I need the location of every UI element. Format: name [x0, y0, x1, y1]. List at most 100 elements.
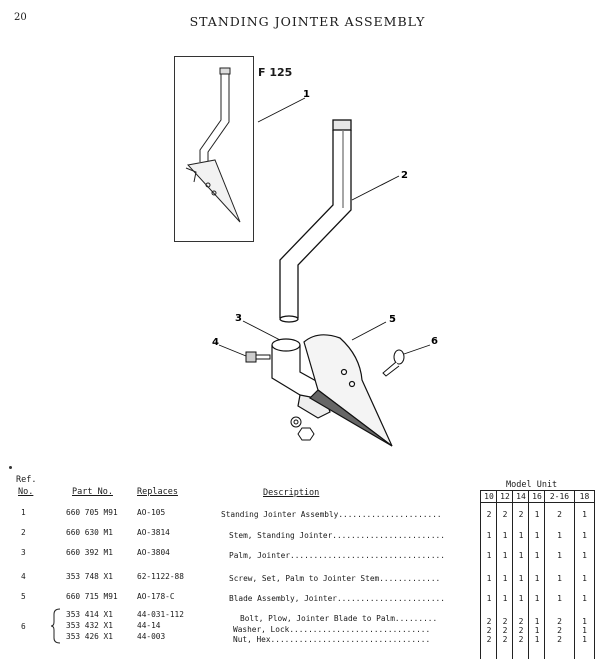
row-6a-qty-2-16: 2: [557, 617, 562, 626]
header-part-no: Part No.: [72, 487, 113, 497]
inset-view-frame: [174, 56, 254, 242]
exploded-parts-drawing: 1 2 3 4 5 6: [185, 67, 438, 447]
group-bracket: [50, 608, 61, 644]
jointer-blade-drawing: [303, 334, 393, 447]
row-1-qty-10: 2: [486, 510, 492, 519]
row-6a-desc: Bolt, Plow, Jointer Blade to Palm.......…: [240, 614, 438, 623]
row-6a-qty-16: 1: [534, 617, 540, 626]
row-6b-qty-12: 2: [502, 626, 508, 635]
model-col-14: 14: [516, 492, 526, 501]
callout-2: 2: [401, 170, 408, 181]
row-6c-desc: Nut, Hex................................…: [233, 635, 431, 644]
model-header-rule-top: [480, 490, 594, 491]
row-2-desc: Stem, Standing Jointer..................…: [229, 531, 445, 540]
header-replaces: Replaces: [137, 487, 178, 497]
row-3-qty-2-16: 1: [557, 551, 562, 560]
model-col-line: [574, 490, 575, 659]
row-4-qty-2-16: 1: [557, 574, 562, 583]
callout-leaders: [218, 97, 431, 357]
row-3-desc: Palm, Jointer...........................…: [229, 551, 445, 560]
row-6c-part: 353 426 X1: [66, 632, 113, 641]
washer-nut-drawing: [290, 416, 315, 441]
row-1-part: 660 705 M91: [66, 508, 118, 517]
row-2-qty-10: 1: [486, 531, 492, 540]
inset-assembly-drawing: [185, 67, 241, 223]
row-6b-desc: Washer, Lock............................…: [233, 625, 431, 634]
row-6b-replaces: 44-14: [137, 621, 161, 630]
row-1-qty-16: 1: [534, 510, 540, 519]
row-6c-replaces: 44-003: [137, 632, 166, 641]
model-col-line: [496, 490, 497, 659]
jointer-stem-drawing: [279, 119, 352, 323]
row-3-qty-12: 1: [502, 551, 508, 560]
row-5-qty-2-16: 1: [557, 594, 562, 603]
row-5-qty-18: 1: [582, 594, 587, 603]
row-6b-part: 353 432 X1: [66, 621, 113, 630]
model-header-rule-bottom: [480, 502, 594, 503]
row-3-ref: 3: [21, 548, 26, 557]
row-2-replaces: AO-3814: [137, 528, 170, 537]
callout-1: 1: [303, 89, 310, 100]
header-ref: Ref.: [16, 475, 37, 485]
row-2-part: 660 630 M1: [66, 528, 113, 537]
row-2-ref: 2: [21, 528, 26, 537]
row-6c-qty-10: 2: [486, 635, 492, 644]
model-col-line: [480, 490, 481, 659]
row-4-qty-16: 1: [534, 574, 540, 583]
row-6c-qty-16: 1: [534, 635, 540, 644]
row-6c-qty-2-16: 2: [557, 635, 562, 644]
callout-4: 4: [212, 337, 219, 348]
model-col-line: [544, 490, 545, 659]
plow-bolt-drawing: [382, 349, 405, 377]
model-col-18: 18: [579, 492, 590, 501]
row-6b-qty-2-16: 2: [557, 626, 562, 635]
row-1-qty-18: 1: [582, 510, 587, 519]
model-col-line: [594, 490, 595, 659]
row-5-desc: Blade Assembly, Jointer.................…: [229, 594, 445, 603]
row-2-qty-14: 1: [518, 531, 524, 540]
row-5-qty-16: 1: [534, 594, 540, 603]
row-1-desc: Standing Jointer Assembly...............…: [221, 510, 442, 519]
row-5-qty-12: 1: [502, 594, 508, 603]
row-6b-qty-18: 1: [582, 626, 587, 635]
row-4-part: 353 748 X1: [66, 572, 113, 581]
row-4-ref: 4: [21, 572, 26, 581]
row-2-qty-16: 1: [534, 531, 540, 540]
row-5-part: 660 715 M91: [66, 592, 118, 601]
row-6a-qty-18: 1: [582, 617, 587, 626]
row-4-qty-14: 1: [518, 574, 524, 583]
row-6b-qty-16: 1: [534, 626, 540, 635]
header-model-unit: Model Unit: [506, 480, 558, 490]
page-number: 20: [14, 12, 27, 23]
row-4-qty-18: 1: [582, 574, 587, 583]
callout-5: 5: [389, 314, 396, 325]
row-1-qty-14: 2: [518, 510, 524, 519]
row-1-qty-2-16: 2: [557, 510, 562, 519]
row-3-replaces: AO-3804: [137, 548, 170, 557]
row-4-qty-10: 1: [486, 574, 492, 583]
print-dot: [9, 466, 12, 469]
row-3-qty-18: 1: [582, 551, 587, 560]
row-2-qty-18: 1: [582, 531, 587, 540]
row-1-replaces: AO-105: [137, 508, 166, 517]
model-col-10: 10: [484, 492, 494, 501]
row-3-qty-14: 1: [518, 551, 524, 560]
row-6c-qty-14: 2: [518, 635, 524, 644]
row-6a-qty-10: 2: [486, 617, 492, 626]
row-1-qty-12: 2: [502, 510, 508, 519]
row-6a-replaces: 44-031-112: [137, 610, 184, 619]
row-2-qty-2-16: 1: [557, 531, 562, 540]
set-screw-drawing: [245, 351, 271, 363]
row-2-qty-12: 1: [502, 531, 508, 540]
model-col-line: [528, 490, 529, 659]
row-3-part: 660 392 M1: [66, 548, 113, 557]
callout-3: 3: [235, 313, 242, 324]
model-col-12: 12: [500, 492, 510, 501]
row-6-ref: 6: [21, 622, 26, 631]
row-5-qty-14: 1: [518, 594, 524, 603]
row-5-replaces: AO-178-C: [137, 592, 175, 601]
row-4-replaces: 62-1122-88: [137, 572, 184, 581]
row-6a-qty-12: 2: [502, 617, 508, 626]
page-title: STANDING JOINTER ASSEMBLY: [189, 14, 426, 29]
row-6b-qty-14: 2: [518, 626, 524, 635]
